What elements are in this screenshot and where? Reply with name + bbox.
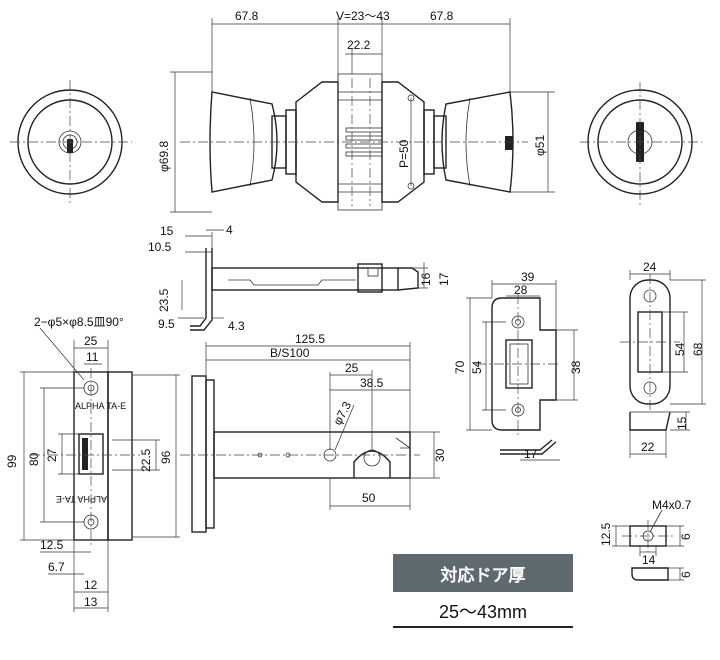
dim-4: 4	[226, 223, 233, 237]
faceplate-marking-reversed: ALPHA TA-E	[56, 494, 107, 504]
dim-39: 39	[521, 270, 535, 284]
dim-28: 28	[514, 283, 528, 297]
front-view-turn-rose	[580, 82, 702, 205]
dim-diameter-69-8: φ69.8	[157, 141, 171, 172]
dim-27: 27	[45, 448, 59, 462]
dim-38-5: 38.5	[360, 376, 384, 390]
dim-screw-12-5: 12.5	[599, 522, 613, 546]
dim-screw-6-b: 6	[679, 571, 693, 578]
dim-22-2: 22.2	[347, 38, 371, 52]
strike-plate-view	[466, 280, 578, 461]
dim-top-right-width: 67.8	[430, 9, 454, 23]
dim-case-25: 25	[345, 361, 359, 375]
dim-70: 70	[453, 360, 467, 374]
dim-faceplate-11: 11	[86, 350, 99, 364]
door-thickness-caption-label: 対応ドア厚	[393, 554, 573, 592]
dim-16: 16	[419, 272, 433, 286]
dim-hole-note: 2−φ5×φ8.5皿90°	[34, 315, 124, 329]
dim-125-5: 125.5	[295, 332, 325, 346]
dim-backset-100: B/S100	[270, 346, 310, 360]
dim-17: 17	[437, 272, 451, 286]
faceplate-front-view	[30, 368, 140, 545]
dim-99: 99	[5, 454, 19, 468]
dim-door-thickness-range: V=23～43	[336, 9, 390, 23]
dim-10-5: 10.5	[148, 240, 172, 254]
dim-diameter-51: φ51	[533, 135, 547, 156]
dim-38: 38	[569, 360, 583, 374]
dim-strike-17: 17	[524, 447, 538, 461]
faceplate-dimensions	[20, 327, 180, 612]
dim-strike-54: 54	[470, 360, 484, 374]
screw-detail-view	[612, 509, 684, 581]
dim-4-3: 4.3	[228, 319, 245, 333]
front-view-keyed-rose	[10, 80, 132, 205]
dim-12: 12	[84, 578, 98, 592]
dim-23-5: 23.5	[157, 288, 171, 312]
dim-screw-14: 14	[642, 553, 656, 567]
dim-30: 30	[433, 448, 447, 462]
dim-96: 96	[159, 450, 173, 464]
door-thickness-caption-value: 25～43mm	[393, 596, 573, 628]
dim-22-5: 22.5	[139, 448, 153, 472]
dim-screw-6-a: 6	[679, 533, 693, 540]
rose-plate-view	[620, 270, 706, 458]
dim-9-5: 9.5	[158, 317, 175, 331]
dim-top-left-width: 67.8	[235, 9, 259, 23]
side-view-knob-assembly	[180, 73, 528, 211]
dim-68: 68	[691, 342, 705, 356]
dim-pitch-50: P=50	[397, 139, 411, 168]
dim-rose-54: 54	[673, 342, 687, 356]
latch-side-view	[178, 229, 428, 331]
faceplate-marking: ALPHA TA-E	[75, 401, 126, 411]
dim-12-5: 12.5	[40, 538, 64, 552]
top-row-dimensions	[170, 18, 555, 213]
dim-m4-thread: M4x0.7	[652, 498, 692, 512]
latch-case-view	[180, 342, 440, 533]
dim-50: 50	[362, 491, 376, 505]
dim-80: 80	[27, 452, 41, 466]
dim-22: 22	[641, 440, 655, 454]
dim-15: 15	[160, 224, 174, 238]
dim-rose-15: 15	[675, 416, 689, 430]
dim-24: 24	[643, 260, 657, 274]
dim-13: 13	[84, 595, 98, 609]
dim-faceplate-25: 25	[84, 334, 98, 348]
dim-6-7: 6.7	[48, 560, 65, 574]
